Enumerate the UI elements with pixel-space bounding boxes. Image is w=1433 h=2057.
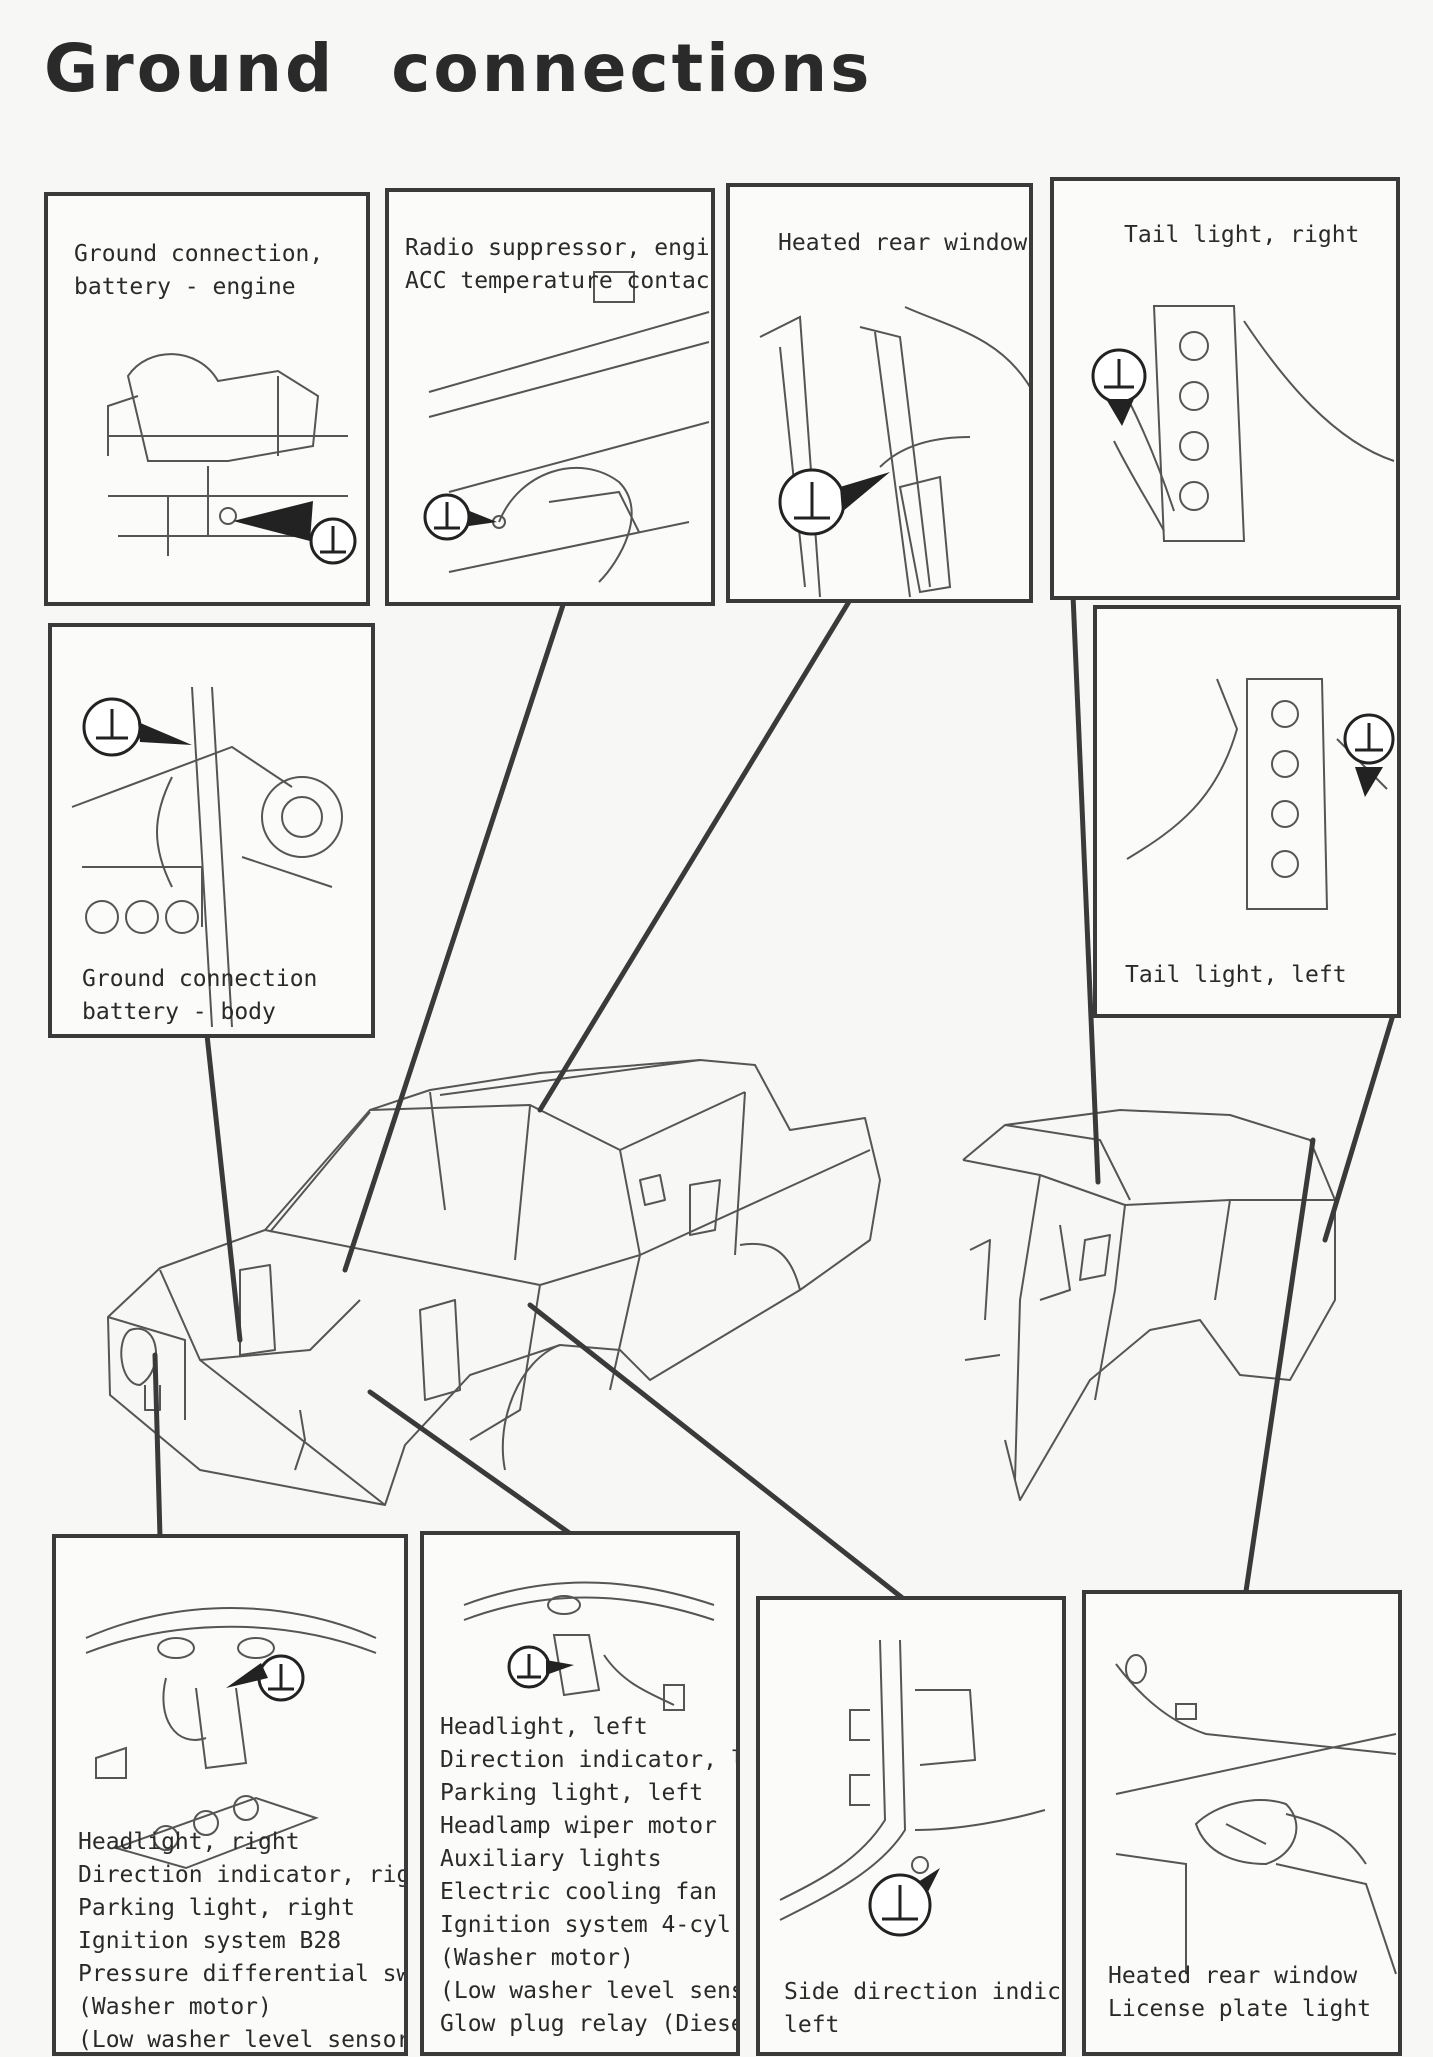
car-body-rear-illustration: [962, 1109, 1336, 1501]
panel-tail-light-right: Tail light, right: [1050, 177, 1400, 600]
ground-symbol-icon: [1343, 713, 1395, 797]
panel-label: Headlight, left Direction indicator, lef…: [440, 1714, 740, 2037]
panel-label: Side direction indicator, left: [784, 1979, 1062, 2038]
panel-heated-rear-window: Heated rear window: [726, 183, 1033, 603]
panel-label: Heated rear window: [778, 230, 1028, 256]
panel-label: Heated rear window License plate light: [1108, 1963, 1372, 2022]
ground-symbol-icon: [226, 1654, 305, 1702]
panel-label: Ground connection battery - body: [82, 966, 318, 1025]
panel-headlight-left: Headlight, left Direction indicator, lef…: [420, 1531, 740, 2056]
ground-symbol-icon: [507, 1645, 574, 1689]
ground-symbol-icon: [233, 501, 357, 565]
panel-radio-suppressor: Radio suppressor, engine ACC temperature…: [385, 188, 715, 606]
page-title: Ground connections: [44, 30, 873, 107]
panel-headlight-right: Headlight, right Direction indicator, ri…: [52, 1534, 408, 2056]
panel-label: Tail light, right: [1124, 222, 1360, 248]
ground-symbol-icon: [868, 1868, 940, 1937]
panel-label: Tail light, left: [1125, 962, 1347, 988]
panel-ground-battery-body: Ground connection battery - body: [48, 623, 375, 1038]
ground-symbol-icon: [82, 697, 192, 757]
panel-label: Ground connection, battery - engine: [74, 241, 324, 300]
ground-symbol-icon: [423, 493, 497, 541]
panel-ground-battery-engine: Ground connection, battery - engine: [44, 192, 370, 606]
ground-symbol-icon: [1091, 348, 1147, 426]
panel-side-direction-indicator: Side direction indicator, left: [756, 1596, 1066, 2056]
panel-heated-rear-window-license: Heated rear window License plate light: [1082, 1590, 1402, 2056]
panel-label: Headlight, right Direction indicator, ri…: [78, 1829, 408, 2053]
ground-symbol-icon: [778, 468, 890, 536]
panel-tail-light-left: Tail light, left: [1093, 605, 1401, 1018]
panel-label: Radio suppressor, engine ACC temperature…: [405, 235, 715, 294]
car-body-front-illustration: [107, 1059, 881, 1506]
